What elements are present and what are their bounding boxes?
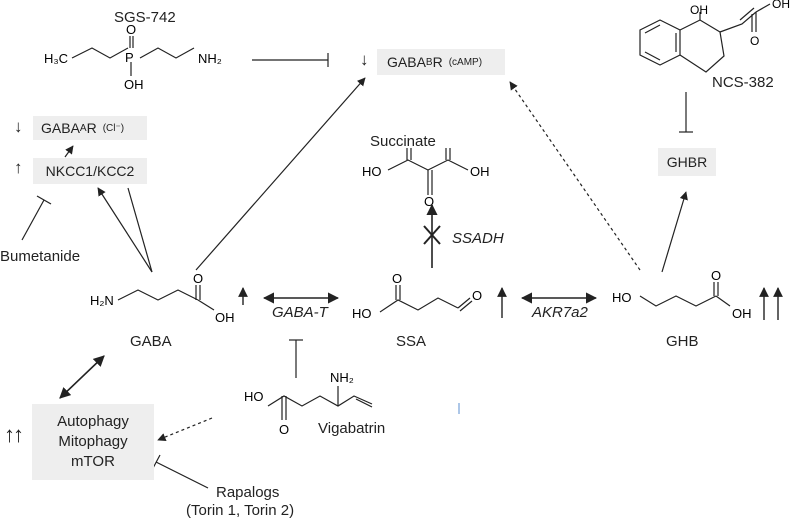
vig-nh2: NH₂ bbox=[330, 370, 354, 385]
gaba-structure bbox=[117, 285, 215, 311]
ghb-structure bbox=[639, 282, 731, 307]
gabab-note: (cAMP) bbox=[448, 56, 483, 68]
sgs-p: P bbox=[125, 50, 134, 65]
gaba-to-nkcc-line-2 bbox=[127, 187, 153, 273]
ncs-oh-right: OH bbox=[772, 0, 790, 11]
sgs-h3c: H₃C bbox=[44, 51, 68, 66]
gabab-main: GABA bbox=[387, 54, 426, 70]
ghb-to-ghbr-arrow bbox=[661, 191, 688, 273]
gabab-down-arrow: ↓ bbox=[360, 50, 369, 69]
ncs382-structure bbox=[639, 3, 771, 73]
gaba-autophagy-arrow bbox=[59, 355, 105, 399]
nkcc-up-arrow: ↑ bbox=[14, 158, 23, 177]
vig-o: O bbox=[279, 422, 289, 437]
succ-oh: OH bbox=[470, 164, 490, 179]
gabat-label: GABA-T bbox=[272, 304, 328, 321]
akr7a2-label: AKR7a2 bbox=[532, 304, 588, 321]
vigabatrin-label: Vigabatrin bbox=[318, 420, 386, 437]
rapalogs-label: Rapalogs bbox=[216, 484, 280, 501]
succinate-label: Succinate bbox=[370, 133, 436, 150]
gabaa-main: GABA bbox=[41, 120, 80, 136]
ssadh-block-x2 bbox=[423, 225, 441, 245]
autophagy-box: Autophagy Mitophagy mTOR bbox=[32, 404, 154, 480]
gabab-sub: B bbox=[425, 56, 433, 68]
bumetanide-inhibit-bar bbox=[36, 195, 52, 205]
gabaa-r: R bbox=[86, 120, 97, 136]
succ-o: O bbox=[424, 194, 434, 209]
succinate-structure bbox=[387, 148, 469, 195]
vigabatrin-structure bbox=[267, 386, 373, 420]
ghbr-box: GHBR bbox=[658, 148, 716, 176]
ncs382-label: NCS-382 bbox=[712, 74, 774, 91]
ncs-oh-top: OH bbox=[690, 3, 708, 17]
gabaa-down-arrow: ↓ bbox=[14, 117, 23, 136]
gaba-to-nkcc-arrow-1 bbox=[97, 187, 153, 273]
vigabatrin-autophagy-dashed-arrow bbox=[157, 417, 213, 442]
ghb-ho: HO bbox=[612, 290, 632, 305]
ssa-structure bbox=[379, 285, 473, 313]
mitophagy-text: Mitophagy bbox=[58, 433, 128, 450]
ghb-oh: OH bbox=[732, 306, 752, 321]
ghb-o: O bbox=[711, 268, 721, 283]
sgs742-structure bbox=[71, 36, 195, 76]
ssa-label: SSA bbox=[396, 333, 427, 350]
gaba-h2n: H₂N bbox=[90, 293, 114, 308]
vig-ho: HO bbox=[244, 389, 264, 404]
ghb-label: GHB bbox=[666, 333, 699, 350]
gaba-oh: OH bbox=[215, 310, 235, 325]
ssadh-label: SSADH bbox=[452, 230, 504, 247]
rapalogs-sub-label: (Torin 1, Torin 2) bbox=[186, 502, 295, 519]
nkcc-to-gabaa-arrow bbox=[64, 145, 74, 158]
bumetanide-inhibit-line bbox=[21, 199, 45, 241]
bumetanide-label: Bumetanide bbox=[0, 248, 81, 265]
succ-ho: HO bbox=[362, 164, 382, 179]
gabaa-note: (Cl⁻) bbox=[102, 122, 125, 134]
gaba-label: GABA bbox=[130, 333, 172, 350]
sgs-nh2: NH₂ bbox=[198, 51, 222, 66]
ssa-o-right: O bbox=[472, 288, 482, 303]
autophagy-text: Autophagy bbox=[57, 413, 129, 430]
mtor-text: mTOR bbox=[71, 453, 115, 470]
gabaa-sub: A bbox=[79, 122, 87, 134]
sgs-oh: OH bbox=[124, 77, 144, 92]
ssa-o-left: O bbox=[392, 271, 402, 286]
gaba-to-gabab-arrow bbox=[195, 77, 366, 271]
ssa-ho: HO bbox=[352, 306, 372, 321]
sgs-o: O bbox=[126, 22, 136, 37]
nkcc-box: NKCC1/KCC2 bbox=[33, 158, 147, 184]
rapalogs-inhibit-line bbox=[155, 461, 209, 489]
gabab-r: R bbox=[432, 54, 443, 70]
ghb-to-gabab-dashed-arrow bbox=[509, 81, 641, 271]
gaba-o: O bbox=[193, 271, 203, 286]
ncs-o: O bbox=[750, 34, 759, 48]
autophagy-up-arrows: ↑↑ bbox=[4, 422, 24, 447]
sgs742-label: SGS-742 bbox=[114, 9, 176, 26]
